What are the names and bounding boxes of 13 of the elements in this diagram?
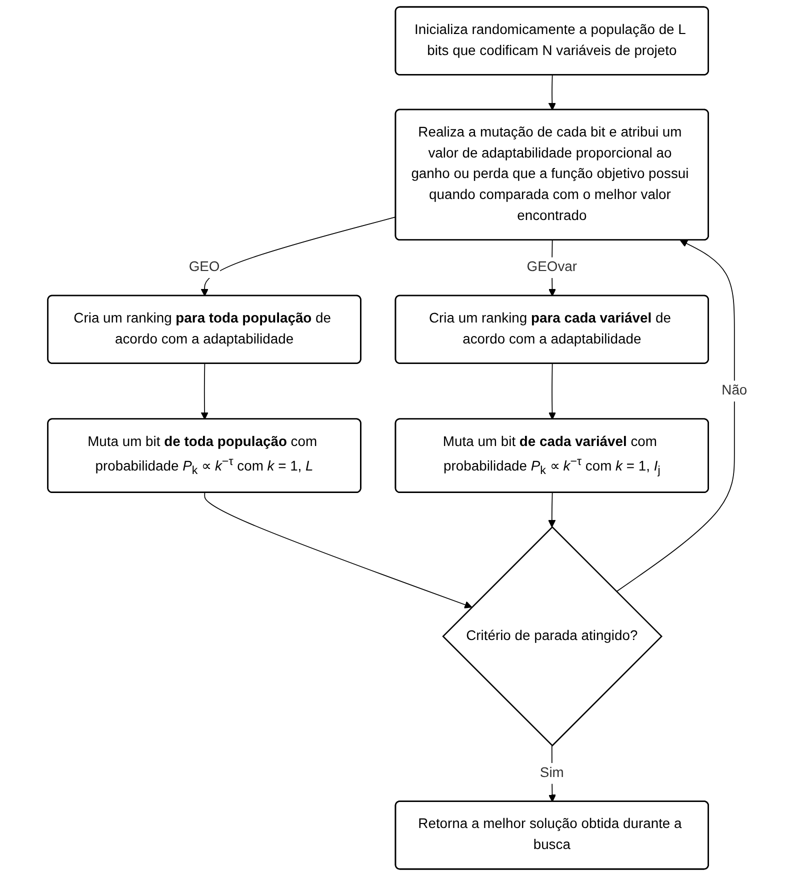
arrow <box>548 363 556 420</box>
edge-label: GEOvar <box>526 260 578 275</box>
arrow <box>200 216 396 296</box>
edge-label: GEO <box>188 260 220 275</box>
node-diamond: Critério de parada atingido? <box>442 526 663 747</box>
edge-label: Sim <box>540 766 564 780</box>
arrow <box>548 745 556 802</box>
arrow <box>200 363 208 420</box>
arrow <box>616 240 735 592</box>
arrow <box>548 492 556 528</box>
arrow <box>548 74 556 110</box>
arrow <box>204 492 472 608</box>
edge-label: Não <box>722 383 748 398</box>
